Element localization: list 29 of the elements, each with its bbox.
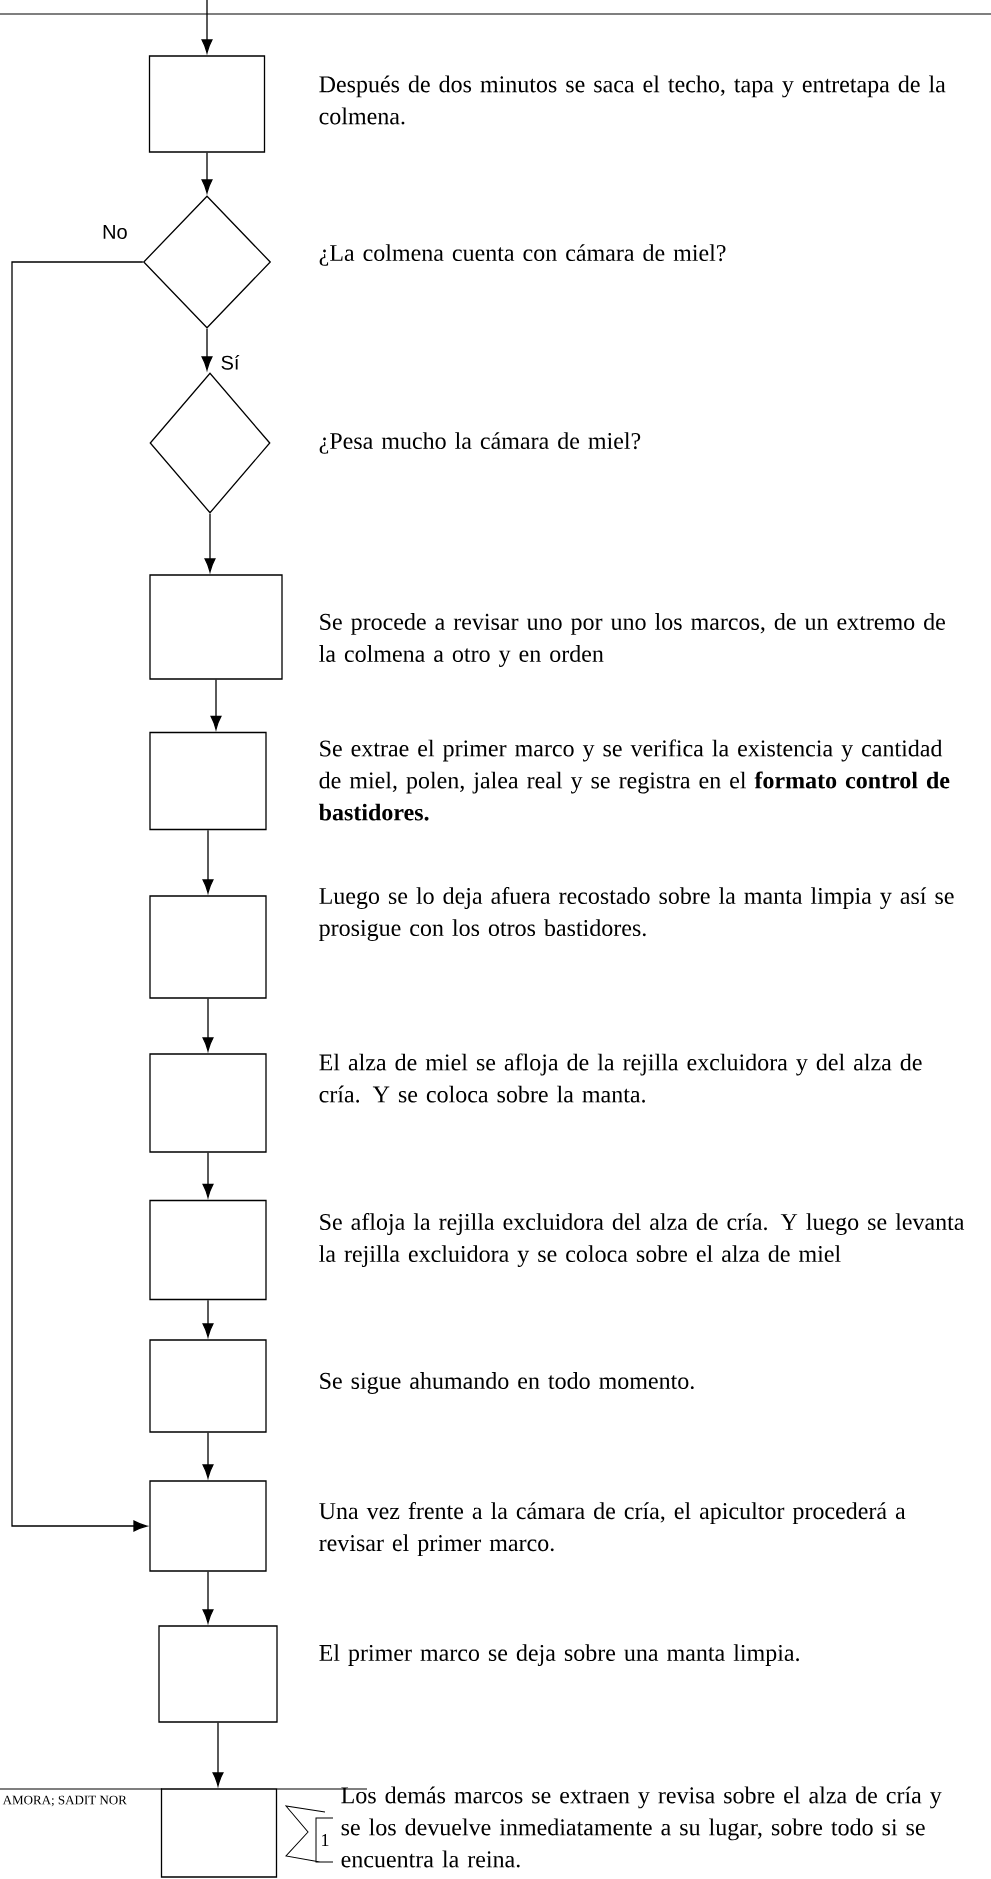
step-description: Luego se lo deja afuera recostado sobre la manta limpia y así se prosigue con los otros bastidores. [319, 887, 954, 942]
arrow [202, 1299, 214, 1338]
arrow [202, 1571, 214, 1624]
step-description: Se extrae el primer marco y se verifica la existencia y cantidad de miel, polen, jalea real y se registra en el formato control de bastidores. [318, 739, 950, 821]
callout-number: 1 [322, 1834, 329, 1846]
step-description: El alza de miel se afloja de la rejilla excluidora y del alza de cría. Y se coloca sobre la manta. [319, 1053, 922, 1103]
arrow [210, 679, 222, 730]
step-description: El primer marco se deja sobre una manta limpia. [319, 1644, 799, 1666]
step-description: Una vez frente a la cámara de cría, el apicultor procederá a revisar el primer marco. [319, 1502, 906, 1556]
edge-label: No [101, 224, 129, 240]
step-description: Se procede a revisar uno por uno los marcos, de un extremo de la colmena a otro y en orden [319, 613, 945, 667]
arrow [202, 1432, 214, 1479]
step-description: Se sigue ahumando en todo momento. [320, 1372, 694, 1394]
step-description: ¿Pesa mucho la cámara de miel? [319, 432, 641, 454]
step-description: Se afloja la rejilla excluidora del alza de cría. Y luego se levanta la rejilla excluidora y se coloca sobre el alza de miel [319, 1213, 965, 1268]
arrow [202, 829, 214, 894]
step-description: Los demás marcos se extraen y revisa sobre el alza de cría y se los devuelve inmediatamente a su lugar, sobre todo si se encuentra la reina. [341, 1786, 942, 1868]
step-description: ¿La colmena cuenta con cámara de miel? [319, 244, 726, 266]
author-note: AMORA; SADIT NOR [2, 1795, 127, 1807]
step-description: Después de dos minutos se saca el techo, tapa y entretapa de la colmena. [319, 75, 946, 125]
edge-label: Sí [219, 353, 241, 371]
arrow [202, 998, 214, 1052]
arrow [204, 513, 216, 573]
arrow [11, 261, 148, 1532]
arrow [202, 1152, 214, 1198]
arrow [201, 328, 213, 371]
arrow [201, 0, 213, 54]
arrow [212, 1722, 224, 1787]
arrow [201, 152, 213, 194]
